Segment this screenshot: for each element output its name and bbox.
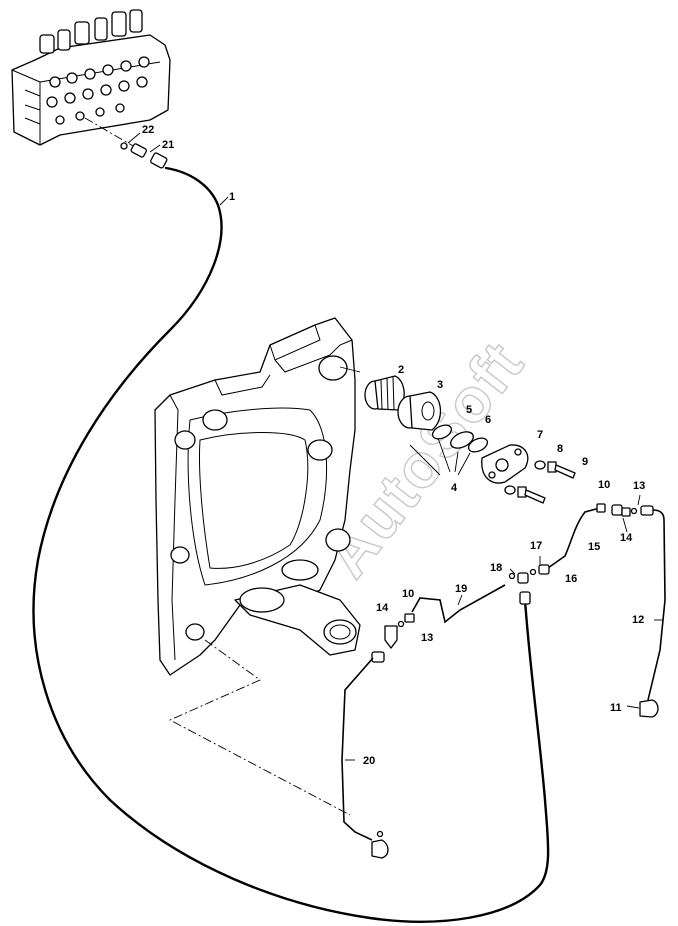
fittings-left	[371, 613, 415, 663]
swivel-joint-2	[339, 366, 405, 411]
callout-10a: 10	[598, 479, 610, 491]
seal-kit-bracket	[409, 437, 471, 476]
callout-7: 7	[537, 429, 543, 441]
callout-20: 20	[363, 755, 375, 767]
callout-17: 17	[530, 540, 542, 552]
fitting-21-22	[120, 132, 168, 169]
pipe-19	[411, 584, 506, 624]
callout-19: 19	[455, 583, 467, 595]
callout-14b: 14	[376, 602, 389, 614]
callout-13a: 13	[633, 480, 645, 492]
cover-plate-7	[481, 444, 529, 484]
fittings-center	[508, 556, 550, 605]
centerline-20	[168, 639, 351, 816]
callout-21: 21	[162, 139, 174, 151]
callout-11: 11	[610, 702, 622, 714]
callout-1: 1	[229, 191, 235, 203]
hose-1	[32, 166, 550, 923]
callout-12: 12	[632, 614, 644, 626]
pipe-15	[547, 507, 601, 569]
callout-15: 15	[588, 541, 600, 553]
frame-housing	[154, 317, 361, 676]
callout-22: 22	[142, 124, 154, 136]
callout-14a: 14	[620, 532, 633, 544]
callout-6: 6	[485, 414, 491, 426]
fitting-11	[626, 699, 659, 718]
pipe-12	[647, 509, 666, 701]
callout-4: 4	[451, 482, 458, 494]
callout-16: 16	[565, 573, 577, 585]
seal-rings-5-6	[431, 424, 489, 453]
callout-18: 18	[490, 562, 502, 574]
fitting-20-end	[371, 830, 389, 859]
callout-9: 9	[582, 456, 588, 468]
callout-8: 8	[557, 443, 563, 455]
bolt-8-9	[504, 460, 576, 504]
callout-5: 5	[466, 404, 472, 416]
callout-labels: 1 2 3 4 5 6 7 8 9 10 13 14 15 17 16 18 1…	[142, 124, 645, 767]
callout-13b: 13	[421, 632, 433, 644]
control-valve-block	[11, 9, 171, 151]
fittings-right	[596, 494, 654, 533]
callout-10b: 10	[402, 588, 414, 600]
callout-3: 3	[437, 379, 443, 391]
swivel-housing-3	[397, 391, 442, 431]
pipe-20	[341, 657, 374, 841]
callout-2: 2	[398, 364, 404, 376]
